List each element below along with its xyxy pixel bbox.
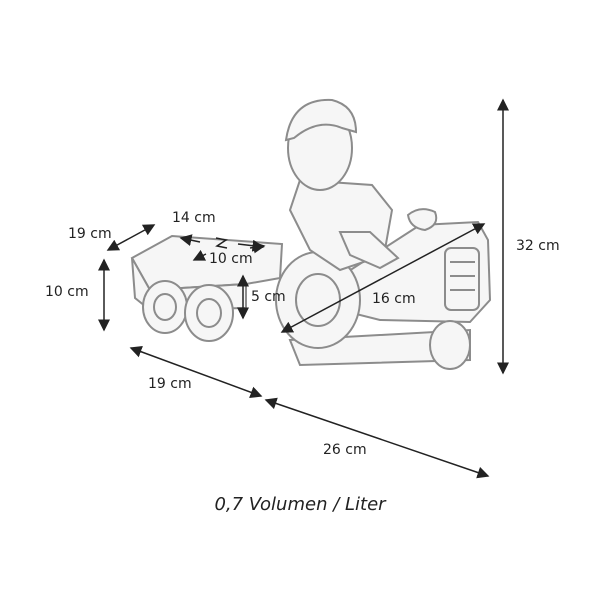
total-height-label: 32 cm xyxy=(516,238,560,254)
trailer-inner-length-label: 14 cm xyxy=(172,210,216,226)
tractor-diagonal-label: 16 cm xyxy=(372,291,416,307)
trailer-width-label: 19 cm xyxy=(68,226,112,242)
arrow-trailer-inner-depth-b xyxy=(249,241,266,254)
arrow-tractor-diagonal xyxy=(280,223,486,333)
arrow-tractor-length xyxy=(264,397,490,479)
arrow-trailer-inner-length-a xyxy=(179,234,201,247)
tractor-illustration xyxy=(275,98,492,370)
arrow-trailer-width xyxy=(106,224,156,251)
trailer-illustration xyxy=(130,234,284,342)
trailer-inner-depth-label: 10 cm xyxy=(209,251,253,267)
dimension-arrows xyxy=(98,98,509,479)
trailer-inner-height-label: 5 cm xyxy=(251,289,286,305)
trailer-base-length-label: 19 cm xyxy=(148,376,192,392)
volume-caption: 0,7 Volumen / Liter xyxy=(214,494,386,515)
arrow-trailer-inner-depth-a xyxy=(192,249,207,261)
tractor-length-label: 26 cm xyxy=(323,442,367,458)
arrow-trailer-base-length xyxy=(129,346,263,398)
inner-length-midmark xyxy=(215,237,228,249)
trailer-height-label: 10 cm xyxy=(45,284,89,300)
